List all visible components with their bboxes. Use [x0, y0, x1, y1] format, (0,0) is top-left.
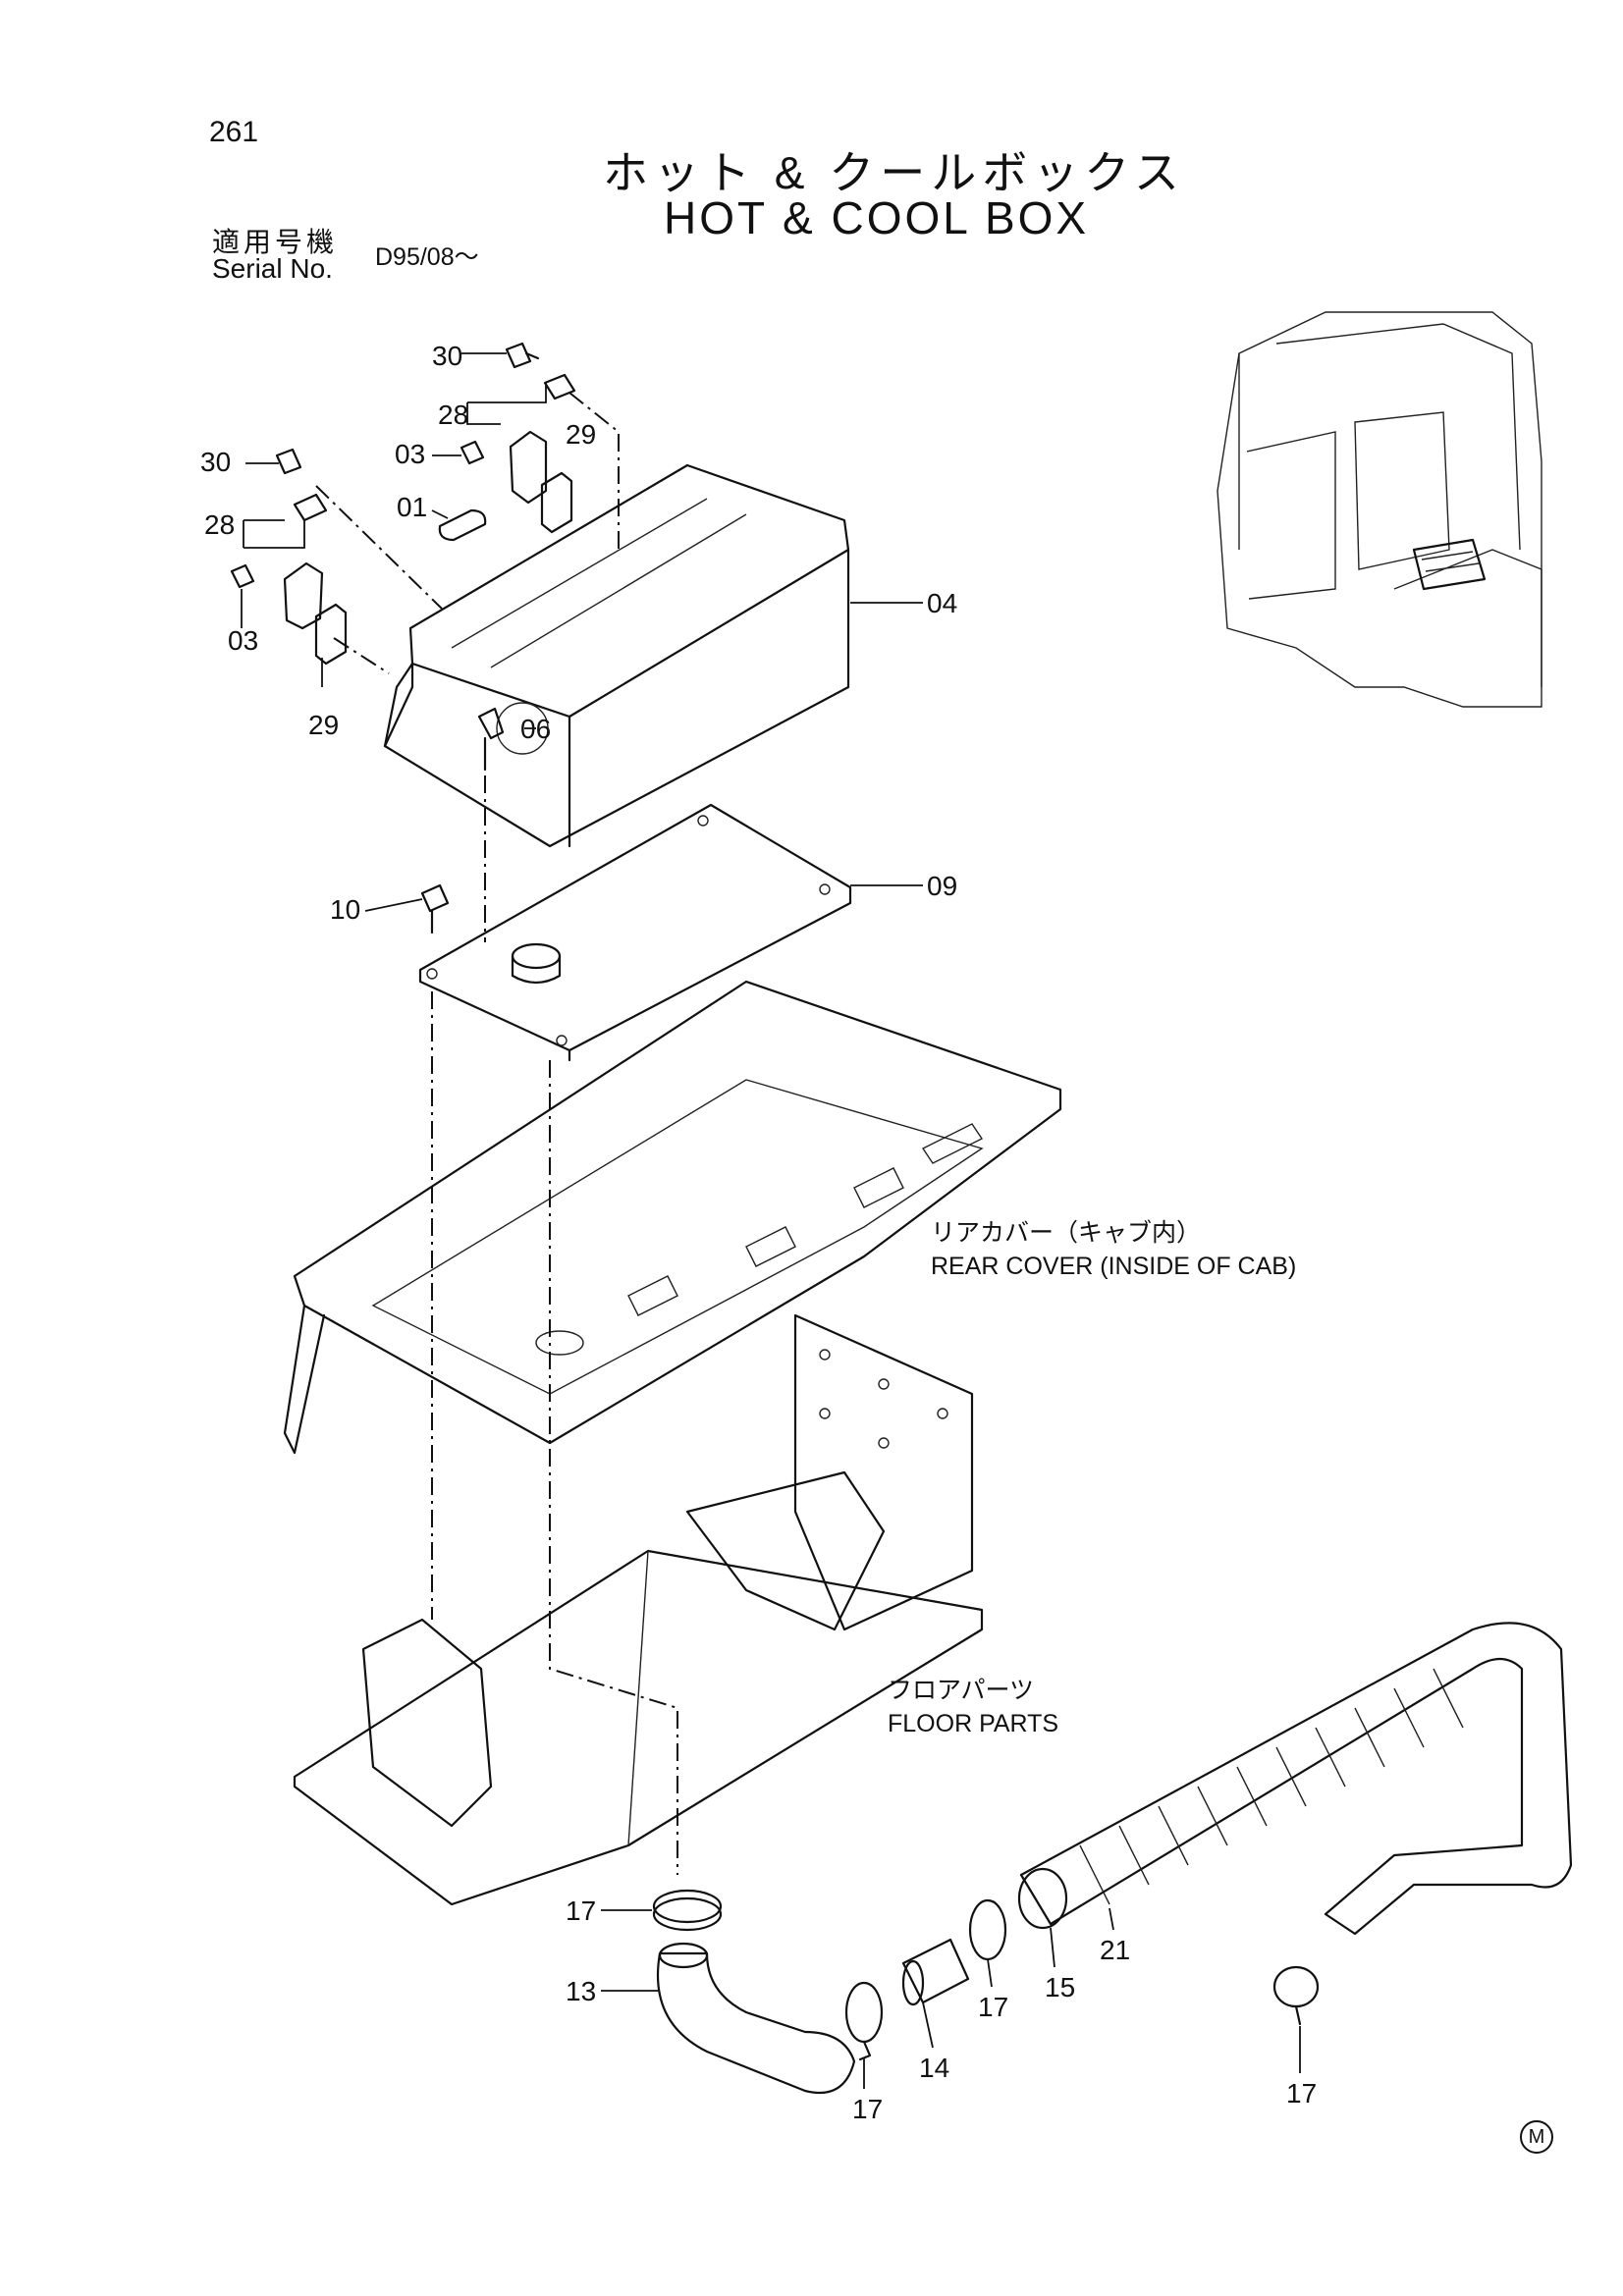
screw-30-lower [275, 448, 302, 475]
screw-03-lower [230, 563, 255, 589]
floor-parts-label-japanese: フロアパーツ [888, 1677, 1034, 1704]
callout-01: 01 [397, 492, 427, 522]
callout-17-right: 17 [978, 1992, 1008, 2022]
clamp-17-top [652, 1889, 723, 1932]
callout-17-mid: 17 [852, 2094, 883, 2124]
screw-30-upper [505, 342, 540, 369]
plate-29-lower [314, 603, 348, 666]
callout-14: 14 [919, 2053, 949, 2083]
callout-29-upper: 29 [566, 419, 596, 450]
serial-label-english: Serial No. [212, 253, 333, 284]
duct-elbow-13 [656, 1942, 856, 2095]
clamp-17-far [1272, 1965, 1320, 2026]
bracket-28-lower [283, 493, 328, 630]
assembly-center-lines [315, 392, 678, 1875]
rear-cover-label-japanese: リアカバー（キャブ内） [931, 1219, 1201, 1247]
callout-13: 13 [566, 1976, 596, 2006]
grommet-01 [438, 508, 487, 542]
callout-30-lower: 30 [200, 447, 231, 477]
flex-duct-21 [1017, 1622, 1573, 1936]
m-mark-icon: M [1520, 2120, 1553, 2154]
clamp-17-right [968, 1898, 1007, 1961]
screw-03-upper [460, 440, 485, 465]
callout-03-upper: 03 [395, 439, 425, 469]
clamp-17-mid [844, 1981, 884, 2061]
plate-29-upper [540, 471, 573, 534]
callout-21: 21 [1100, 1935, 1130, 1965]
callout-17-top: 17 [566, 1896, 596, 1926]
serial-label-japanese: 適用号機 [212, 227, 339, 257]
floor-parts [293, 1313, 984, 1906]
section-annotations: リアカバー（キャブ内） REAR COVER (INSIDE OF CAB) フ… [888, 1219, 1296, 1737]
base-plate-09 [418, 803, 852, 1062]
callout-06: 06 [520, 714, 551, 744]
callout-15: 15 [1045, 1972, 1075, 2002]
floor-parts-label-english: FLOOR PARTS [888, 1710, 1058, 1737]
serial-value: D95/08～ [375, 243, 479, 271]
page-title-japanese: ホット & クールボックス [603, 147, 1185, 198]
callout-09: 09 [927, 871, 957, 901]
callout-17-far: 17 [1286, 2078, 1317, 2109]
hot-cool-box-04 [383, 463, 850, 848]
page-title-english: HOT & COOL BOX [664, 192, 1090, 243]
cab-locator-illustration [1217, 311, 1542, 708]
hose-14 [901, 1938, 970, 2006]
callout-30-upper: 30 [432, 341, 462, 371]
leader-lines [241, 352, 1301, 2089]
callout-28-upper: 28 [438, 400, 468, 430]
bracket-28-upper [509, 373, 576, 505]
bolt-10 [420, 883, 450, 934]
callout-10: 10 [330, 894, 360, 925]
rear-cover-label-english: REAR COVER (INSIDE OF CAB) [931, 1253, 1296, 1280]
callout-04: 04 [927, 588, 957, 618]
rear-cover [283, 980, 1062, 1455]
page-number: 261 [209, 116, 259, 148]
callout-29-lower: 29 [308, 710, 339, 740]
callout-28-lower: 28 [204, 509, 235, 540]
callout-03-lower: 03 [228, 625, 258, 656]
callout-labels: 30 28 03 29 01 30 28 03 29 04 06 09 10 1… [200, 341, 1317, 2124]
